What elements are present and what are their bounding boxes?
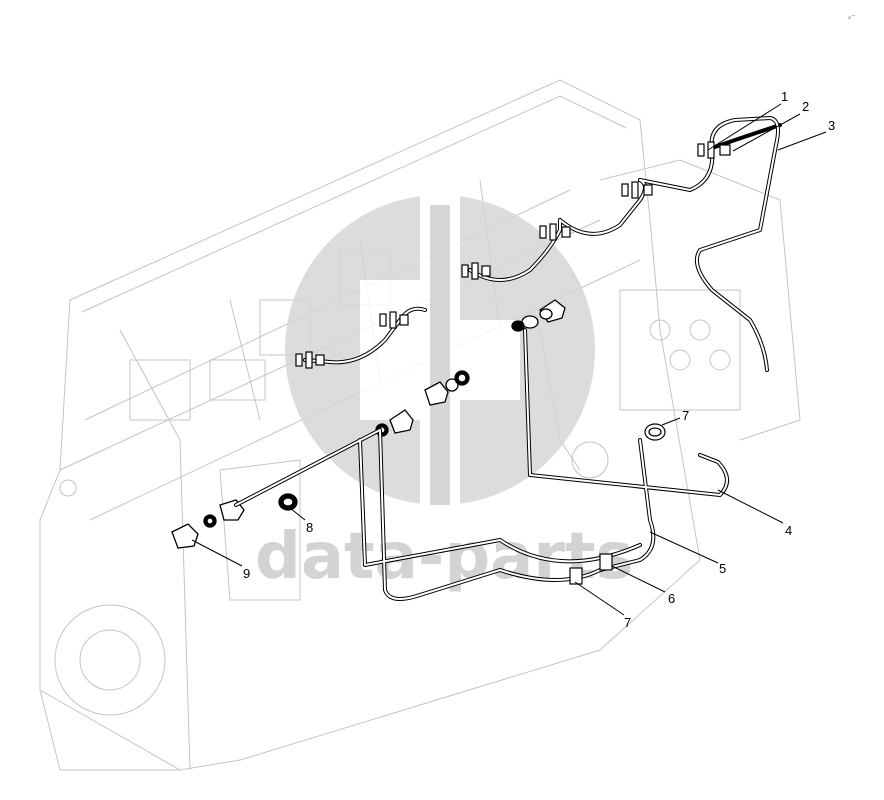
fitting-5	[621, 181, 653, 199]
return-lines-inner	[235, 329, 728, 600]
banjo-bolts	[171, 299, 566, 549]
callout-4: 4	[785, 523, 792, 538]
fitting-4	[539, 223, 571, 241]
bolt-mid	[424, 370, 470, 406]
bolt-left	[171, 499, 245, 549]
bolt-upper	[511, 299, 566, 332]
callout-3: 3	[828, 118, 835, 133]
fitting-3	[461, 262, 491, 280]
fitting-2	[379, 311, 409, 329]
callout-9: 9	[243, 566, 250, 581]
injector-fittings	[295, 141, 731, 369]
fitting-1	[295, 351, 325, 369]
callout-7-lower: 7	[624, 615, 631, 630]
callout-6: 6	[668, 591, 675, 606]
watermark-logo	[285, 195, 595, 525]
fitting-6	[697, 141, 731, 159]
line-clamps	[569, 423, 666, 585]
callout-7-upper: 7	[682, 408, 689, 423]
callout-2: 2	[802, 99, 809, 114]
leader-lines	[191, 103, 827, 616]
callout-5: 5	[719, 561, 726, 576]
corner-mark: ⸗⁻	[848, 13, 856, 23]
callouts: 1 2 3 4 5 6 7 7 8 9	[243, 89, 835, 630]
callout-1: 1	[781, 89, 788, 104]
callout-8: 8	[306, 520, 313, 535]
